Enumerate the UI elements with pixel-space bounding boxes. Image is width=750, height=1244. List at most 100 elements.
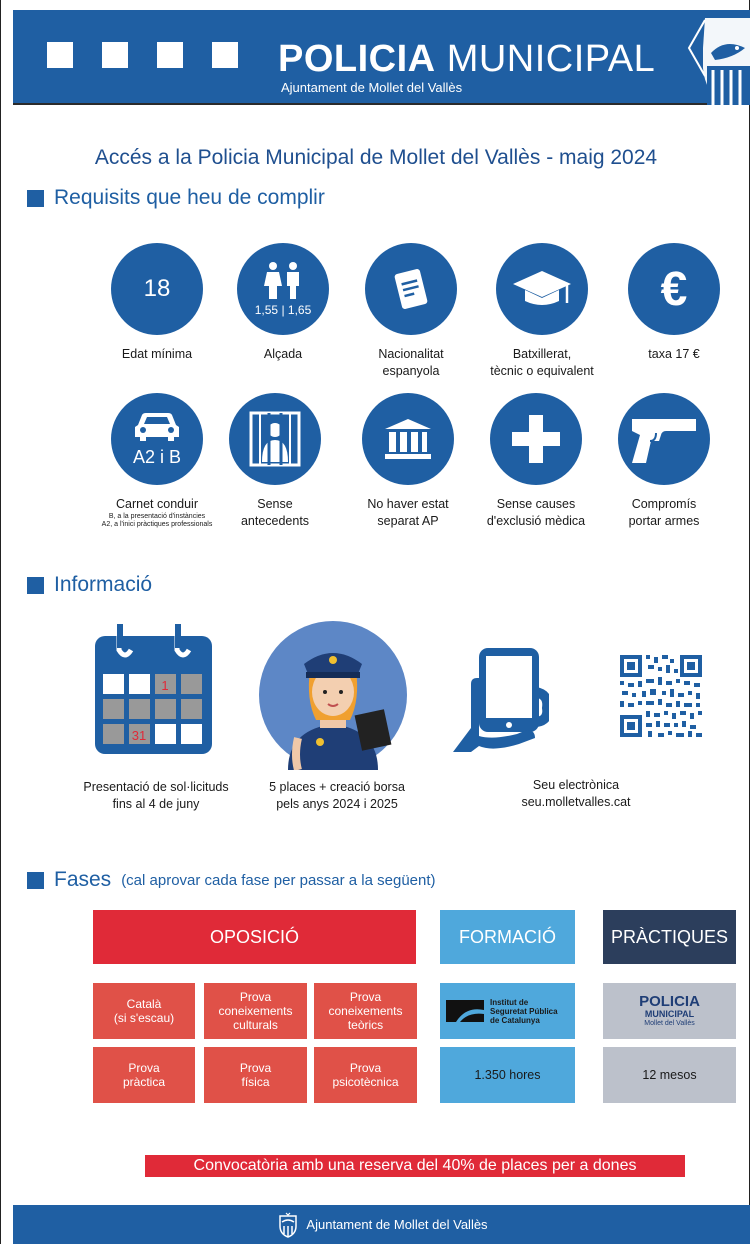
age-value: 18 xyxy=(143,275,171,302)
label-line: Sense causes xyxy=(496,497,576,511)
document-icon xyxy=(394,269,428,309)
requirement-label-nationality: Nacionalitat espanyola xyxy=(336,346,486,380)
police-logo-line2: MUNICIPAL xyxy=(644,1009,695,1019)
isp-line: de Catalunya xyxy=(490,1015,540,1025)
license-note: B, a la presentació d'instàncies xyxy=(108,513,206,520)
police-logo-line1: POLICIA xyxy=(639,993,700,1010)
euro-symbol: € xyxy=(660,262,688,316)
calendar-day-first: 1 xyxy=(161,678,168,693)
police-officer-icon xyxy=(259,621,407,770)
places-label: 5 places + creació borsa pels anys 2024 … xyxy=(247,779,427,813)
label-line: pels anys 2024 i 2025 xyxy=(276,797,398,811)
internship-duration: 12 mesos xyxy=(603,1047,736,1103)
requirement-label-public-admin: No haver estat separat AP xyxy=(333,496,483,530)
municipal-shield-icon xyxy=(279,1212,298,1238)
people-height-icon: 1,55 | 1,65 xyxy=(237,243,329,335)
label-line: portar armes xyxy=(628,514,700,528)
footer-bar: Ajuntament de Mollet del Vallès xyxy=(13,1205,750,1244)
training-hours: 1.350 hores xyxy=(440,1047,575,1103)
header-squares xyxy=(47,42,238,68)
label-line: espanyola xyxy=(382,364,440,378)
isp-line: Institut de xyxy=(490,997,529,1007)
label-line: Carnet conduir xyxy=(116,497,198,511)
phases-heading-text: Fases xyxy=(54,868,112,891)
phases-heading: Fases (cal aprovar cada fase per passar … xyxy=(27,868,436,892)
label-line: fins al 4 de juny xyxy=(112,797,200,811)
car-shape-icon xyxy=(135,412,179,441)
cap-icon xyxy=(513,271,571,305)
isp-logo: Institut de Seguretat Pública de Catalun… xyxy=(440,983,575,1039)
phase-practiques-header: PRÀCTIQUES xyxy=(603,910,736,964)
heading-square-icon xyxy=(27,576,44,594)
header-bar: POLICIA MUNICIPAL Ajuntament de Mollet d… xyxy=(13,10,750,105)
label-line: Sense xyxy=(257,497,293,511)
prisoner-bars-icon xyxy=(249,411,301,467)
label-line: Compromís xyxy=(631,497,697,511)
institution-icon xyxy=(362,393,454,485)
isp-logo-icon xyxy=(446,1000,484,1022)
police-logo: POLICIA MUNICIPAL Mollet del Vallès xyxy=(603,983,736,1039)
qr-code-icon xyxy=(618,653,704,739)
label-line: No haver estat xyxy=(367,497,449,511)
police-logo-line3: Mollet del Vallès xyxy=(644,1020,695,1027)
label-line: 5 places + creació borsa xyxy=(269,780,405,794)
requirement-label-weapons: Compromís portar armes xyxy=(589,496,739,530)
person-pair-icon xyxy=(264,262,299,299)
heading-square-icon xyxy=(27,871,44,889)
requirement-label-education: Batxillerat, tècnic o equivalent xyxy=(467,346,617,380)
calendar-icon: 1 31 xyxy=(95,624,212,754)
label-line: Batxillerat, xyxy=(512,347,572,361)
brand-regular: MUNICIPAL xyxy=(446,38,656,80)
brand-bold: POLICIA xyxy=(278,38,436,80)
label-line: antecedents xyxy=(240,514,310,528)
label-line: d'exclusió mèdica xyxy=(486,514,586,528)
test-cultural-knowledge: Prova coneixements culturals xyxy=(204,983,307,1039)
women-quota-banner: Convocatòria amb una reserva del 40% de … xyxy=(145,1155,685,1177)
requirements-heading: Requisits que heu de complir xyxy=(27,186,325,210)
isp-line: Seguretat Pública xyxy=(490,1006,558,1016)
graduation-cap-icon xyxy=(496,243,588,335)
deadline-label: Presentació de sol·licituds fins al 4 de… xyxy=(61,779,251,813)
header-square xyxy=(157,42,183,68)
test-catala: Català (si s'escau) xyxy=(93,983,195,1039)
page-title: Accés a la Policia Municipal de Mollet d… xyxy=(94,146,658,169)
passport-icon xyxy=(365,243,457,335)
requirement-label-height: Alçada xyxy=(263,347,303,361)
medical-cross-icon xyxy=(490,393,582,485)
shield-icon xyxy=(687,18,750,105)
jail-icon xyxy=(229,393,321,485)
gun-icon xyxy=(632,419,696,463)
requirement-label-license: Carnet conduir B, a la presentació d'ins… xyxy=(82,496,232,529)
requirement-label-fee: taxa 17 € xyxy=(648,347,700,361)
label-line: Seu electrònica xyxy=(532,778,620,792)
test-theory-knowledge: Prova coneixements teòrics xyxy=(314,983,417,1039)
header-subtitle: Ajuntament de Mollet del Vallès xyxy=(281,80,463,95)
label-line: tècnic o equivalent xyxy=(490,364,594,378)
header-square xyxy=(47,42,73,68)
label-line: Presentació de sol·licituds xyxy=(83,780,229,794)
information-heading-text: Informació xyxy=(54,573,153,596)
test-psychotechnical: Prova psicotècnica xyxy=(314,1047,417,1103)
heading-square-icon xyxy=(27,189,44,207)
calendar-day-last: 31 xyxy=(132,728,146,743)
mobile-phone-icon xyxy=(453,648,549,752)
building-icon xyxy=(385,419,431,459)
phase-oposicio-header: OPOSICIÓ xyxy=(93,910,416,964)
requirement-label-record: Sense antecedents xyxy=(200,496,350,530)
requirements-heading-text: Requisits que heu de complir xyxy=(54,186,325,209)
phase-formacio-header: FORMACIÓ xyxy=(440,910,575,964)
website-label: Seu electrònica seu.molletvalles.cat xyxy=(481,777,671,811)
car-icon: A2 i B xyxy=(111,393,203,485)
brand-title: POLICIA MUNICIPAL xyxy=(278,38,655,81)
requirement-label-age: Edat mínima xyxy=(121,347,193,361)
isp-logo-text: Institut de Seguretat Pública de Catalun… xyxy=(490,998,558,1025)
license-value: A2 i B xyxy=(132,446,182,467)
pistol-icon xyxy=(618,393,710,485)
label-line: Nacionalitat xyxy=(378,347,444,361)
test-practical: Prova pràctica xyxy=(93,1047,195,1103)
website-link[interactable]: seu.molletvalles.cat xyxy=(521,795,631,809)
height-value: 1,55 | 1,65 xyxy=(254,303,312,317)
requirement-label-medical: Sense causes d'exclusió mèdica xyxy=(461,496,611,530)
license-note: A2, a l'inici pràctiques professionals xyxy=(101,521,213,528)
